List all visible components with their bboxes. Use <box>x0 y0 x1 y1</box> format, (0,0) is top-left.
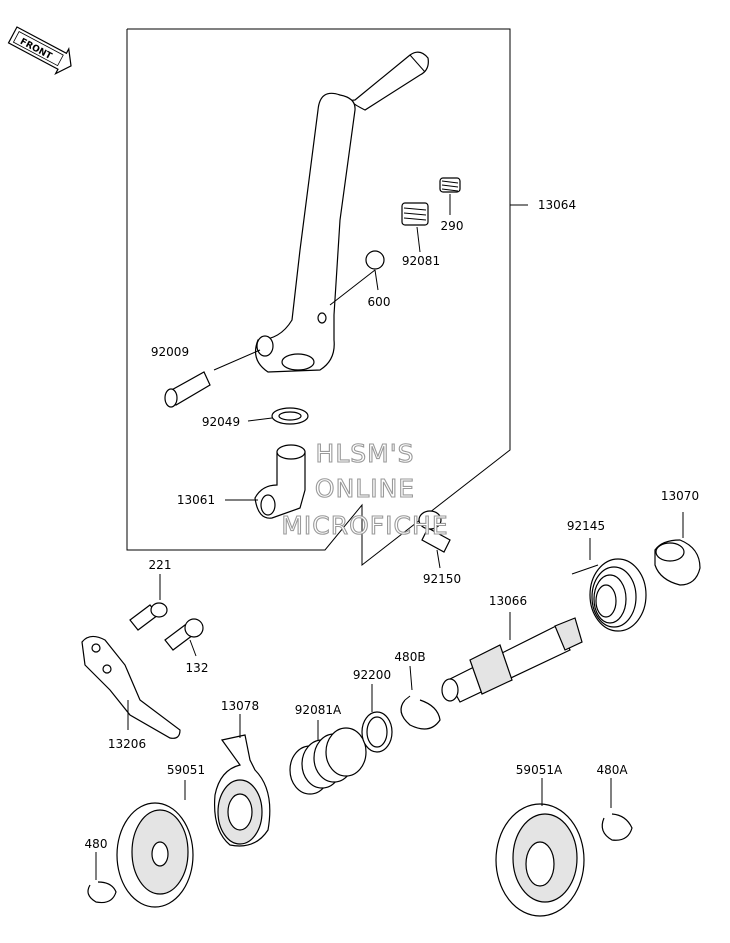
circlip-480a[interactable] <box>601 813 633 841</box>
label-13064: 13064 <box>538 198 576 212</box>
bolt-221[interactable] <box>129 602 168 631</box>
label-132: 132 <box>186 661 209 675</box>
label-480b: 480B <box>394 650 425 664</box>
watermark-line-3: MICROFICHE <box>281 511 448 540</box>
label-92009: 92009 <box>151 345 189 359</box>
watermark: HLSM'S ONLINE MICROFICHE <box>281 438 448 540</box>
circlip-480b[interactable] <box>400 695 441 730</box>
front-arrow-icon: FRONT <box>7 26 72 76</box>
label-92145: 92145 <box>567 519 605 533</box>
label-92150: 92150 <box>423 572 461 586</box>
circlip-480[interactable] <box>87 881 117 904</box>
label-59051: 59051 <box>167 763 205 777</box>
label-600: 600 <box>368 295 391 309</box>
label-92081: 92081 <box>402 254 440 268</box>
washer[interactable] <box>361 711 393 753</box>
label-221: 221 <box>149 558 172 572</box>
spring-92081[interactable] <box>401 202 429 226</box>
oil-seal[interactable] <box>271 407 309 425</box>
label-59051a: 59051A <box>516 763 563 777</box>
label-13078: 13078 <box>221 699 259 713</box>
watermark-line-2: ONLINE <box>315 474 415 503</box>
kick-boss[interactable] <box>254 444 306 519</box>
label-13061: 13061 <box>177 493 215 507</box>
guide-plate[interactable] <box>81 635 181 739</box>
label-92200: 92200 <box>353 668 391 682</box>
label-13070: 13070 <box>661 489 699 503</box>
label-480a: 480A <box>596 763 628 777</box>
kick-shaft[interactable] <box>441 617 583 703</box>
bolt-92009[interactable] <box>164 371 211 408</box>
collar[interactable] <box>654 539 701 586</box>
label-480: 480 <box>85 837 108 851</box>
ratchet-gear[interactable] <box>213 734 271 847</box>
ball[interactable] <box>365 250 385 270</box>
kick-gear[interactable] <box>116 802 194 908</box>
idle-gear[interactable] <box>495 803 585 917</box>
kick-pedal-assy-box <box>126 28 511 567</box>
spring-small[interactable] <box>439 177 461 193</box>
spring-92081a[interactable] <box>289 727 367 795</box>
label-92081a: 92081A <box>295 703 342 717</box>
kick-spring[interactable] <box>571 558 647 632</box>
bolt-132[interactable] <box>164 618 204 651</box>
label-13066: 13066 <box>489 594 527 608</box>
bolt-92150[interactable] <box>418 510 451 553</box>
watermark-line-1: HLSM'S <box>316 439 415 468</box>
kick-pedal-lever[interactable] <box>255 51 429 373</box>
label-92049: 92049 <box>202 415 240 429</box>
label-290: 290 <box>441 219 464 233</box>
label-13206: 13206 <box>108 737 146 751</box>
